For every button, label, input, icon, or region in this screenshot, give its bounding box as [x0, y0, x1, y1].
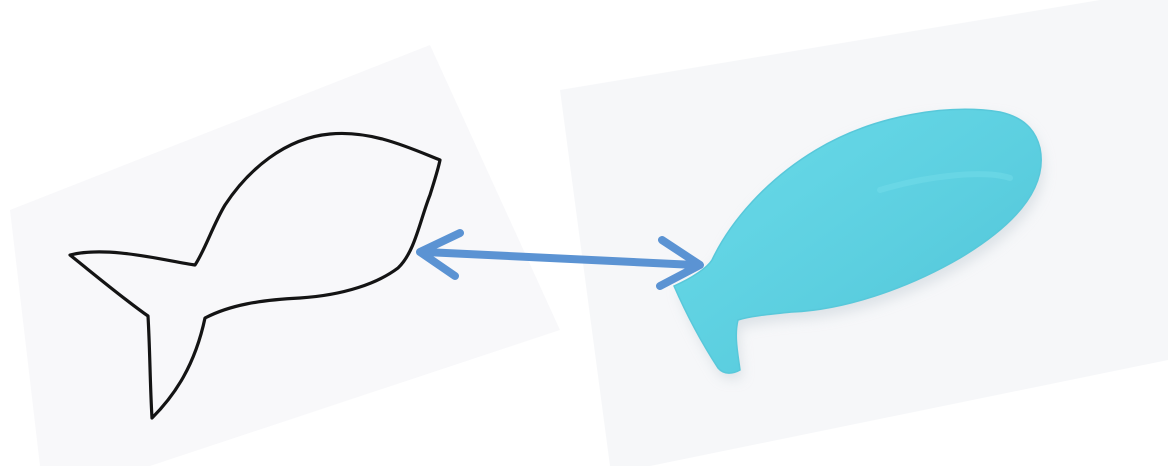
- scene: [0, 0, 1168, 466]
- illustration: [0, 0, 1168, 466]
